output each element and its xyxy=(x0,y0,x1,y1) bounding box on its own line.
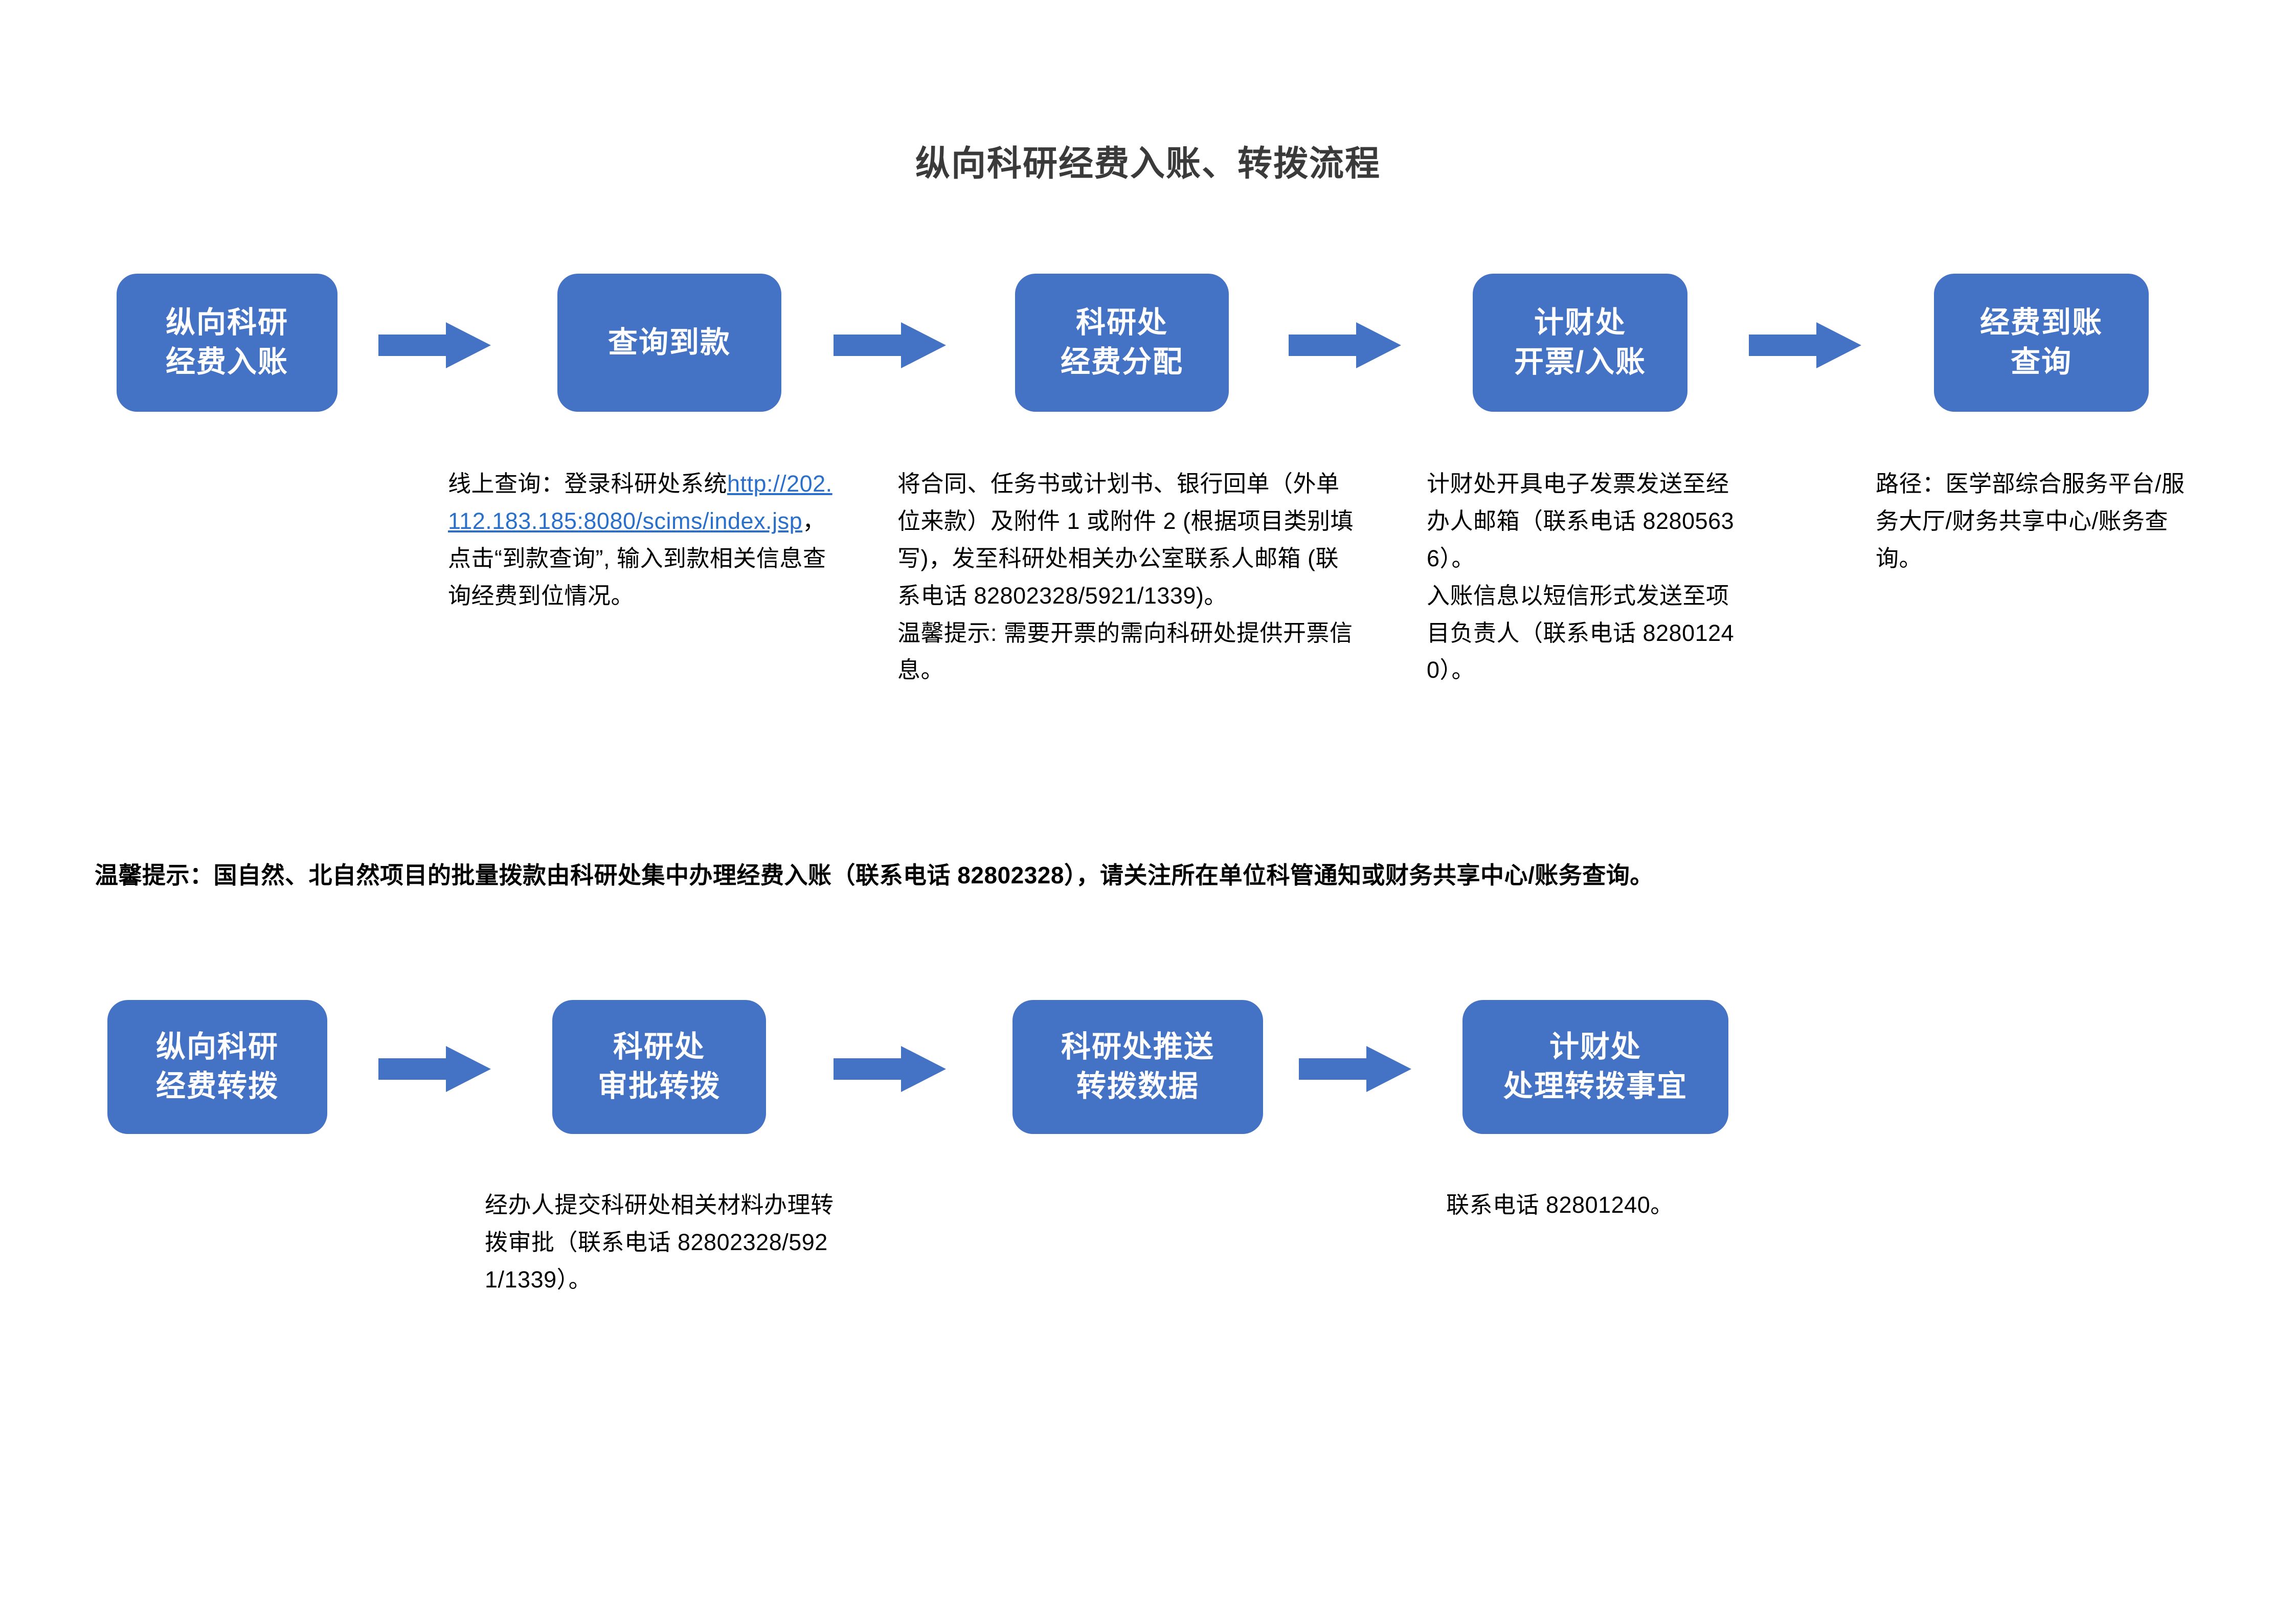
caption-text-pre: 线上查询：登录科研处系统 xyxy=(448,471,728,497)
flow-box-transfer-approve[interactable]: 科研处 审批转拨 xyxy=(552,1000,766,1134)
flow-box-line1: 纵向科研 xyxy=(155,1030,279,1064)
arrow-right-icon xyxy=(834,1046,946,1092)
flow-box-line1: 科研处推送 xyxy=(1061,1030,1214,1064)
flow-box-transfer-push[interactable]: 科研处推送 转拨数据 xyxy=(1012,1000,1263,1134)
flow-box-income-allocate[interactable]: 科研处 经费分配 xyxy=(1015,274,1229,412)
flow-box-line1: 查询到款 xyxy=(607,325,731,359)
flow-box-line1: 科研处 xyxy=(613,1030,705,1064)
flow-box-line2: 开票/入账 xyxy=(1514,345,1647,379)
arrow-right-icon xyxy=(1749,322,1861,368)
flow-box-line2: 经费分配 xyxy=(1060,345,1183,379)
caption-text-post: ，点击“到款查询”, 输入到款相关信息查询经费到位情况。 xyxy=(448,507,826,609)
scims-system-link[interactable]: http://202.112.183.185:8080/scims/index.… xyxy=(448,471,832,534)
flow-box-income-invoice[interactable]: 计财处 开票/入账 xyxy=(1473,274,1687,412)
flow-box-line2: 审批转拨 xyxy=(597,1070,721,1103)
flow-box-transfer-handle[interactable]: 计财处 处理转拨事宜 xyxy=(1462,1000,1728,1134)
caption-transfer-approve: 经办人提交科研处相关材料办理转拨审批（联系电话 82802328/5921/13… xyxy=(485,1192,834,1293)
flow-box-line1: 计财处 xyxy=(1534,306,1626,340)
flow-box-income-start[interactable]: 纵向科研 经费入账 xyxy=(117,274,337,412)
flow-box-line2: 经费入账 xyxy=(165,345,288,379)
arrow-right-icon xyxy=(834,322,946,368)
page-title: 纵向科研经费入账、转拨流程 xyxy=(915,144,1381,183)
arrow-right-icon xyxy=(1289,322,1401,368)
caption-income-arrival: 路径：医学部综合服务平台/服务大厅/财务共享中心/账务查询。 xyxy=(1876,471,2185,571)
notice-banner: 温馨提示：国自然、北自然项目的批量拨款由科研处集中办理经费入账（联系电话 828… xyxy=(95,862,1654,888)
flow-box-line2: 转拨数据 xyxy=(1076,1070,1199,1103)
flow-box-transfer-start[interactable]: 纵向科研 经费转拨 xyxy=(107,1000,327,1134)
arrow-right-icon xyxy=(378,322,491,368)
caption-income-allocate: 将合同、任务书或计划书、银行回单（外单位来款）及附件 1 或附件 2 (根据项目… xyxy=(897,471,1354,683)
arrow-right-icon xyxy=(1299,1046,1411,1092)
flow-box-line1: 计财处 xyxy=(1549,1030,1641,1064)
caption-income-query: 线上查询：登录科研处系统http://202.112.183.185:8080/… xyxy=(448,465,837,615)
flow-box-line2: 查询 xyxy=(2010,345,2072,379)
flow-box-income-query[interactable]: 查询到款 xyxy=(557,274,781,412)
flow-box-line1: 纵向科研 xyxy=(165,306,288,340)
caption-transfer-handle: 联系电话 82801240。 xyxy=(1446,1192,1674,1218)
arrow-right-icon xyxy=(378,1046,491,1092)
caption-income-invoice: 计财处开具电子发票发送至经办人邮箱（联系电话 82805636）。 入账信息以短… xyxy=(1427,471,1735,683)
flow-box-line2: 处理转拨事宜 xyxy=(1503,1070,1687,1103)
flow-box-line1: 科研处 xyxy=(1075,306,1168,340)
flow-box-line1: 经费到账 xyxy=(1979,306,2103,340)
flow-box-income-arrival[interactable]: 经费到账 查询 xyxy=(1934,274,2149,412)
flow-box-line2: 经费转拨 xyxy=(155,1070,279,1103)
